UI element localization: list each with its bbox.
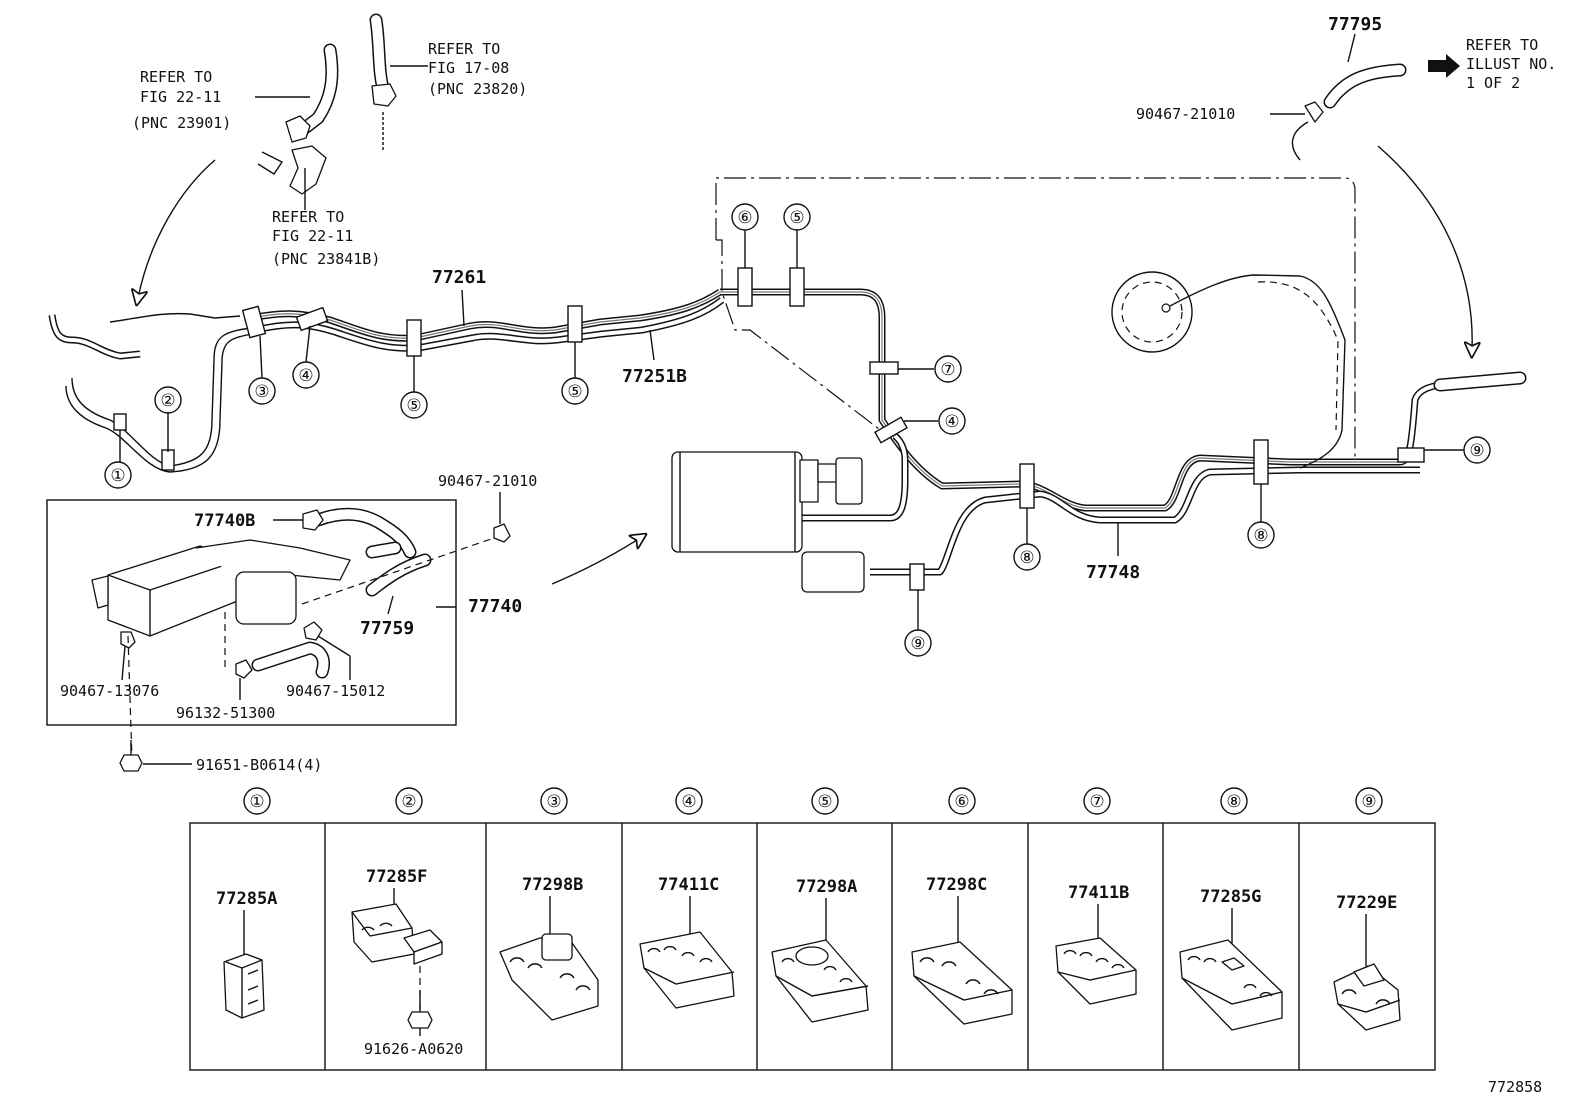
ref-fig-22-11-top-line1: REFER TO — [140, 68, 212, 86]
ref-fig-22-11-top-line2: FIG 22-11 — [140, 88, 221, 106]
callout-7: ⑦ — [940, 360, 955, 380]
clip-77298a: 77298A — [771, 877, 869, 1023]
hose-77795 — [1270, 33, 1460, 161]
clip-label-77298b: 77298B — [522, 875, 583, 895]
callout-2: ② — [160, 391, 175, 411]
table-header-4: ④ — [681, 792, 696, 812]
callout-5c: ⑤ — [789, 208, 804, 228]
fuel-tank-outline — [715, 177, 1356, 469]
table-header-9: ⑨ — [1361, 792, 1376, 812]
table-header-6: ⑥ — [954, 792, 969, 812]
part-90467-15012: 90467-15012 — [286, 682, 385, 700]
callout-9b: ⑨ — [910, 634, 925, 654]
charcoal-canister-installed — [671, 451, 865, 593]
clip-label-77411c: 77411C — [658, 875, 719, 895]
clip-table-headers: ① ② ③ ④ ⑤ ⑥ ⑦ ⑧ ⑨ — [243, 787, 1383, 815]
clip-label-77229e: 77229E — [1336, 893, 1397, 913]
illustration-number: 772858 — [1488, 1078, 1542, 1096]
clip-label-77411b: 77411B — [1068, 883, 1129, 903]
callout-5a: ⑤ — [406, 396, 421, 416]
ref-fig-22-11-bottom-line2: FIG 22-11 — [272, 227, 353, 245]
callout-4a: ④ — [298, 366, 313, 386]
clip-label-77285g: 77285G — [1200, 887, 1261, 907]
callout-1: ① — [110, 466, 125, 486]
canister-assembly — [91, 492, 511, 772]
clip-reference-table — [189, 822, 1436, 1071]
ref-fig-22-11-top-pnc: (PNC 23901) — [132, 114, 231, 132]
table-header-5: ⑤ — [817, 792, 832, 812]
callout-3: ③ — [254, 382, 269, 402]
table-header-8: ⑧ — [1226, 792, 1241, 812]
part-77795: 77795 — [1328, 14, 1382, 35]
ref-illust-line3: 1 OF 2 — [1466, 74, 1520, 92]
part-91651-b0614: 91651-B0614(4) — [196, 756, 322, 774]
part-90467-13076: 90467-13076 — [60, 682, 159, 700]
callout-8a: ⑧ — [1019, 548, 1034, 568]
clip-77298c: 77298C — [911, 875, 1013, 1025]
clip-77411c: 77411C — [639, 875, 735, 1009]
table-header-7: ⑦ — [1089, 792, 1104, 812]
part-77748: 77748 — [1086, 562, 1140, 583]
ref-illust-line1: REFER TO — [1466, 36, 1538, 54]
callout-6: ⑥ — [737, 208, 752, 228]
clip-label-77298a: 77298A — [796, 877, 857, 897]
clip-label-77285a: 77285A — [216, 889, 277, 909]
clip-77285a: 77285A — [216, 889, 277, 1019]
clip-77298b: 77298B — [499, 875, 599, 1021]
ref-fig-17-08-line1: REFER TO — [428, 40, 500, 58]
ref-fig-17-08-line2: FIG 17-08 — [428, 59, 509, 77]
part-96132-51300: 96132-51300 — [176, 704, 275, 722]
table-header-1: ① — [249, 792, 264, 812]
direction-arrow-left — [138, 159, 216, 298]
direction-arrow-canister — [551, 538, 640, 585]
callout-4b: ④ — [944, 412, 959, 432]
ref-illust-line2: ILLUST NO. — [1466, 55, 1556, 73]
clip-77285f: 77285F 91626-A0620 — [351, 867, 463, 1058]
clip-label-77285f: 77285F — [366, 867, 427, 887]
clip-77285g: 77285G — [1179, 887, 1283, 1031]
callout-5b: ⑤ — [567, 382, 582, 402]
direction-arrow-right — [1377, 145, 1472, 350]
part-90467-21010-top: 90467-21010 — [1136, 105, 1235, 123]
part-77740: 77740 — [468, 596, 522, 617]
clip-sub-91626-a0620: 91626-A0620 — [364, 1040, 463, 1058]
ref-fig-22-11-bottom-line1: REFER TO — [272, 208, 344, 226]
callout-8b: ⑧ — [1253, 526, 1268, 546]
part-77261: 77261 — [432, 267, 486, 288]
callout-9a: ⑨ — [1469, 441, 1484, 461]
ref-fig-17-08-pnc: (PNC 23820) — [428, 80, 527, 98]
illust-arrow-icon — [1428, 54, 1460, 78]
part-77740b: 77740B — [194, 511, 255, 531]
part-77759: 77759 — [360, 618, 414, 639]
table-header-2: ② — [401, 792, 416, 812]
canister-assembly-box — [46, 499, 457, 726]
table-header-3: ③ — [546, 792, 561, 812]
diagram-callouts: ① ② ③ ④ ⑤ ⑤ ⑥ ⑤ ⑦ ④ ⑧ ⑧ — [104, 203, 1491, 657]
ref-fig-22-11-bottom-pnc: (PNC 23841B) — [272, 250, 380, 268]
part-90467-21010-mid: 90467-21010 — [438, 472, 537, 490]
part-77251b: 77251B — [622, 366, 687, 387]
clip-label-77298c: 77298C — [926, 875, 987, 895]
clip-77411b: 77411B — [1055, 883, 1137, 1005]
clip-77229e: 77229E — [1333, 893, 1401, 1031]
reference-hoses-left — [255, 13, 428, 210]
main-vapor-lines — [48, 288, 1527, 576]
